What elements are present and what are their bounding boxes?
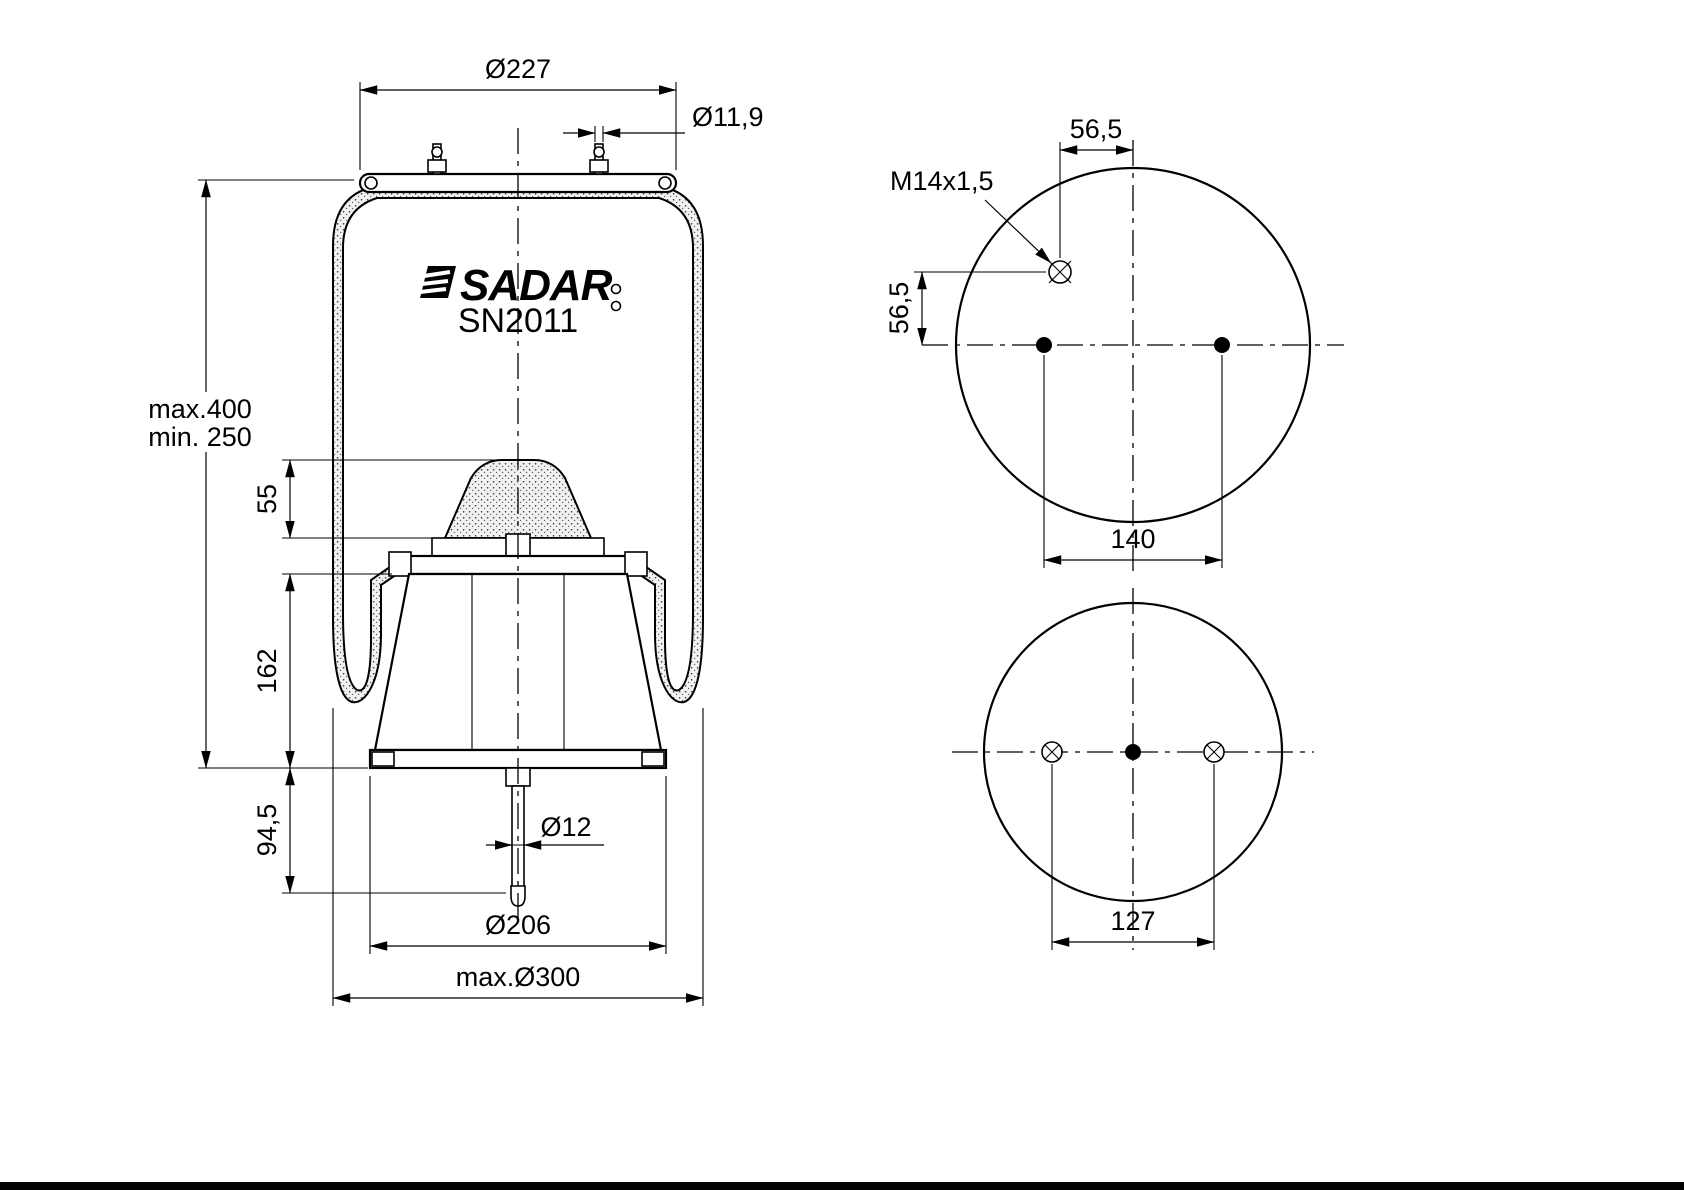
svg-text:127: 127 <box>1110 906 1155 936</box>
base-clamp-right <box>641 751 665 767</box>
dimension-hole-offset-v: 56,5 <box>884 271 1046 346</box>
bottom-hole-left <box>1041 741 1063 763</box>
svg-text:Ø11,9: Ø11,9 <box>692 102 764 132</box>
dimension-hole-offset-h: 56,5 <box>1059 114 1134 258</box>
svg-text:M14x1,5: M14x1,5 <box>890 166 994 196</box>
part-number: SN2011 <box>458 302 578 340</box>
stud-left <box>1036 337 1052 353</box>
side-view: SADAR SN2011 Ø227 Ø11,9 max.400 <box>148 54 764 1006</box>
dimension-max-diameter: max.Ø300 <box>332 708 704 1006</box>
svg-text:56,5: 56,5 <box>884 282 914 335</box>
dimension-stud-diameter: Ø11,9 <box>563 102 764 142</box>
svg-text:max.400: max.400 <box>148 394 252 424</box>
svg-text:56,5: 56,5 <box>1070 114 1123 144</box>
mounting-stud-left <box>427 143 447 175</box>
base-clamp-left <box>371 751 395 767</box>
piston <box>368 551 668 770</box>
svg-text:max.Ø300: max.Ø300 <box>456 962 581 992</box>
brand-block: SADAR SN2011 <box>419 261 622 340</box>
dimension-piston-diameter: Ø206 <box>369 776 667 954</box>
svg-text:Ø227: Ø227 <box>485 54 551 84</box>
sadar-logo-mark <box>419 266 456 298</box>
dimension-top-diameter: Ø227 <box>359 54 677 170</box>
svg-text:94,5: 94,5 <box>252 804 282 857</box>
svg-text:min. 250: min. 250 <box>148 422 252 452</box>
bead-clamp-right <box>624 551 648 577</box>
center-stud <box>1125 744 1141 760</box>
svg-text:162: 162 <box>252 648 282 693</box>
svg-text:140: 140 <box>1110 524 1155 554</box>
dimension-height: max.400 min. 250 <box>148 179 368 769</box>
vent-hole-bottom <box>610 300 622 312</box>
bead-clamp-left <box>388 551 412 577</box>
sheet-border-bottom <box>0 1182 1684 1190</box>
dimension-piston-height: 162 <box>252 573 392 769</box>
dimension-hole-spacing: 127 <box>1051 764 1215 950</box>
vent-hole-top <box>610 283 622 295</box>
dimension-rod-length: 94,5 <box>252 767 506 894</box>
thread-hole-m14 <box>1048 260 1072 284</box>
top-view: 56,5 56,5 M14x1,5 140 <box>884 114 1344 572</box>
bottom-hole-right <box>1203 741 1225 763</box>
bottom-view: 127 <box>952 588 1314 950</box>
mounting-stud-right <box>589 143 609 175</box>
brand-name: SADAR <box>460 261 613 310</box>
svg-text:Ø12: Ø12 <box>540 812 591 842</box>
dimension-bumper-height: 55 <box>252 459 496 539</box>
stud-right <box>1214 337 1230 353</box>
dimension-stud-spacing: 140 <box>1043 355 1223 568</box>
svg-text:Ø206: Ø206 <box>485 910 551 940</box>
thread-label: M14x1,5 <box>890 166 1052 264</box>
dimension-rod-diameter: Ø12 <box>486 812 604 850</box>
svg-text:55: 55 <box>252 484 282 514</box>
